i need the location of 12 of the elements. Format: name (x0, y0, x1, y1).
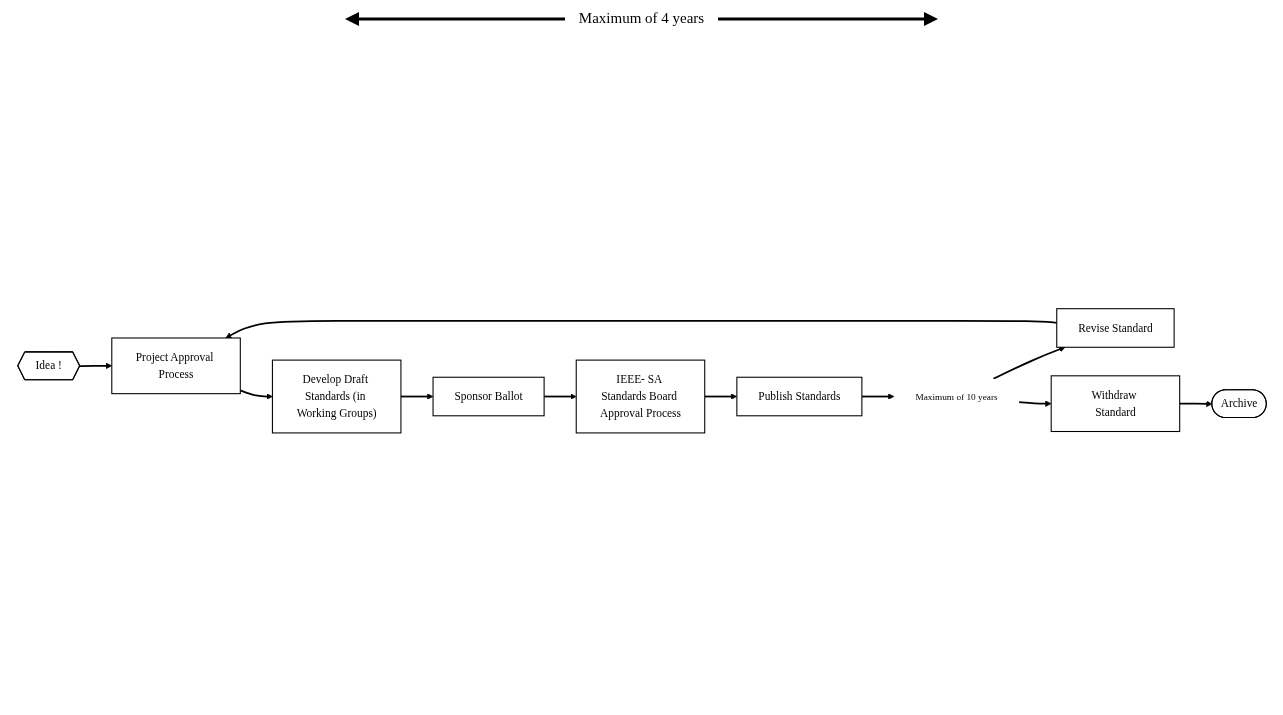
node-box: Project Approval Process (110, 337, 241, 395)
node-box: Withdraw Standard (1050, 375, 1180, 433)
arrow (991, 346, 1065, 380)
node-box: Revise Standard (1055, 308, 1175, 348)
arrow (1017, 400, 1051, 407)
node-box: Sponsor Ballot (432, 376, 545, 417)
node-text: Maximum of 10 years (914, 391, 998, 402)
duration-label: Maximum of 4 years (578, 10, 705, 27)
node-box: Develop Draft Standards (in Working Groups) (271, 359, 401, 434)
arrow (78, 362, 112, 370)
node-box: IEEE- SA Standards Board Approval Process (575, 359, 705, 434)
node-box: Publish Standards (735, 376, 862, 417)
